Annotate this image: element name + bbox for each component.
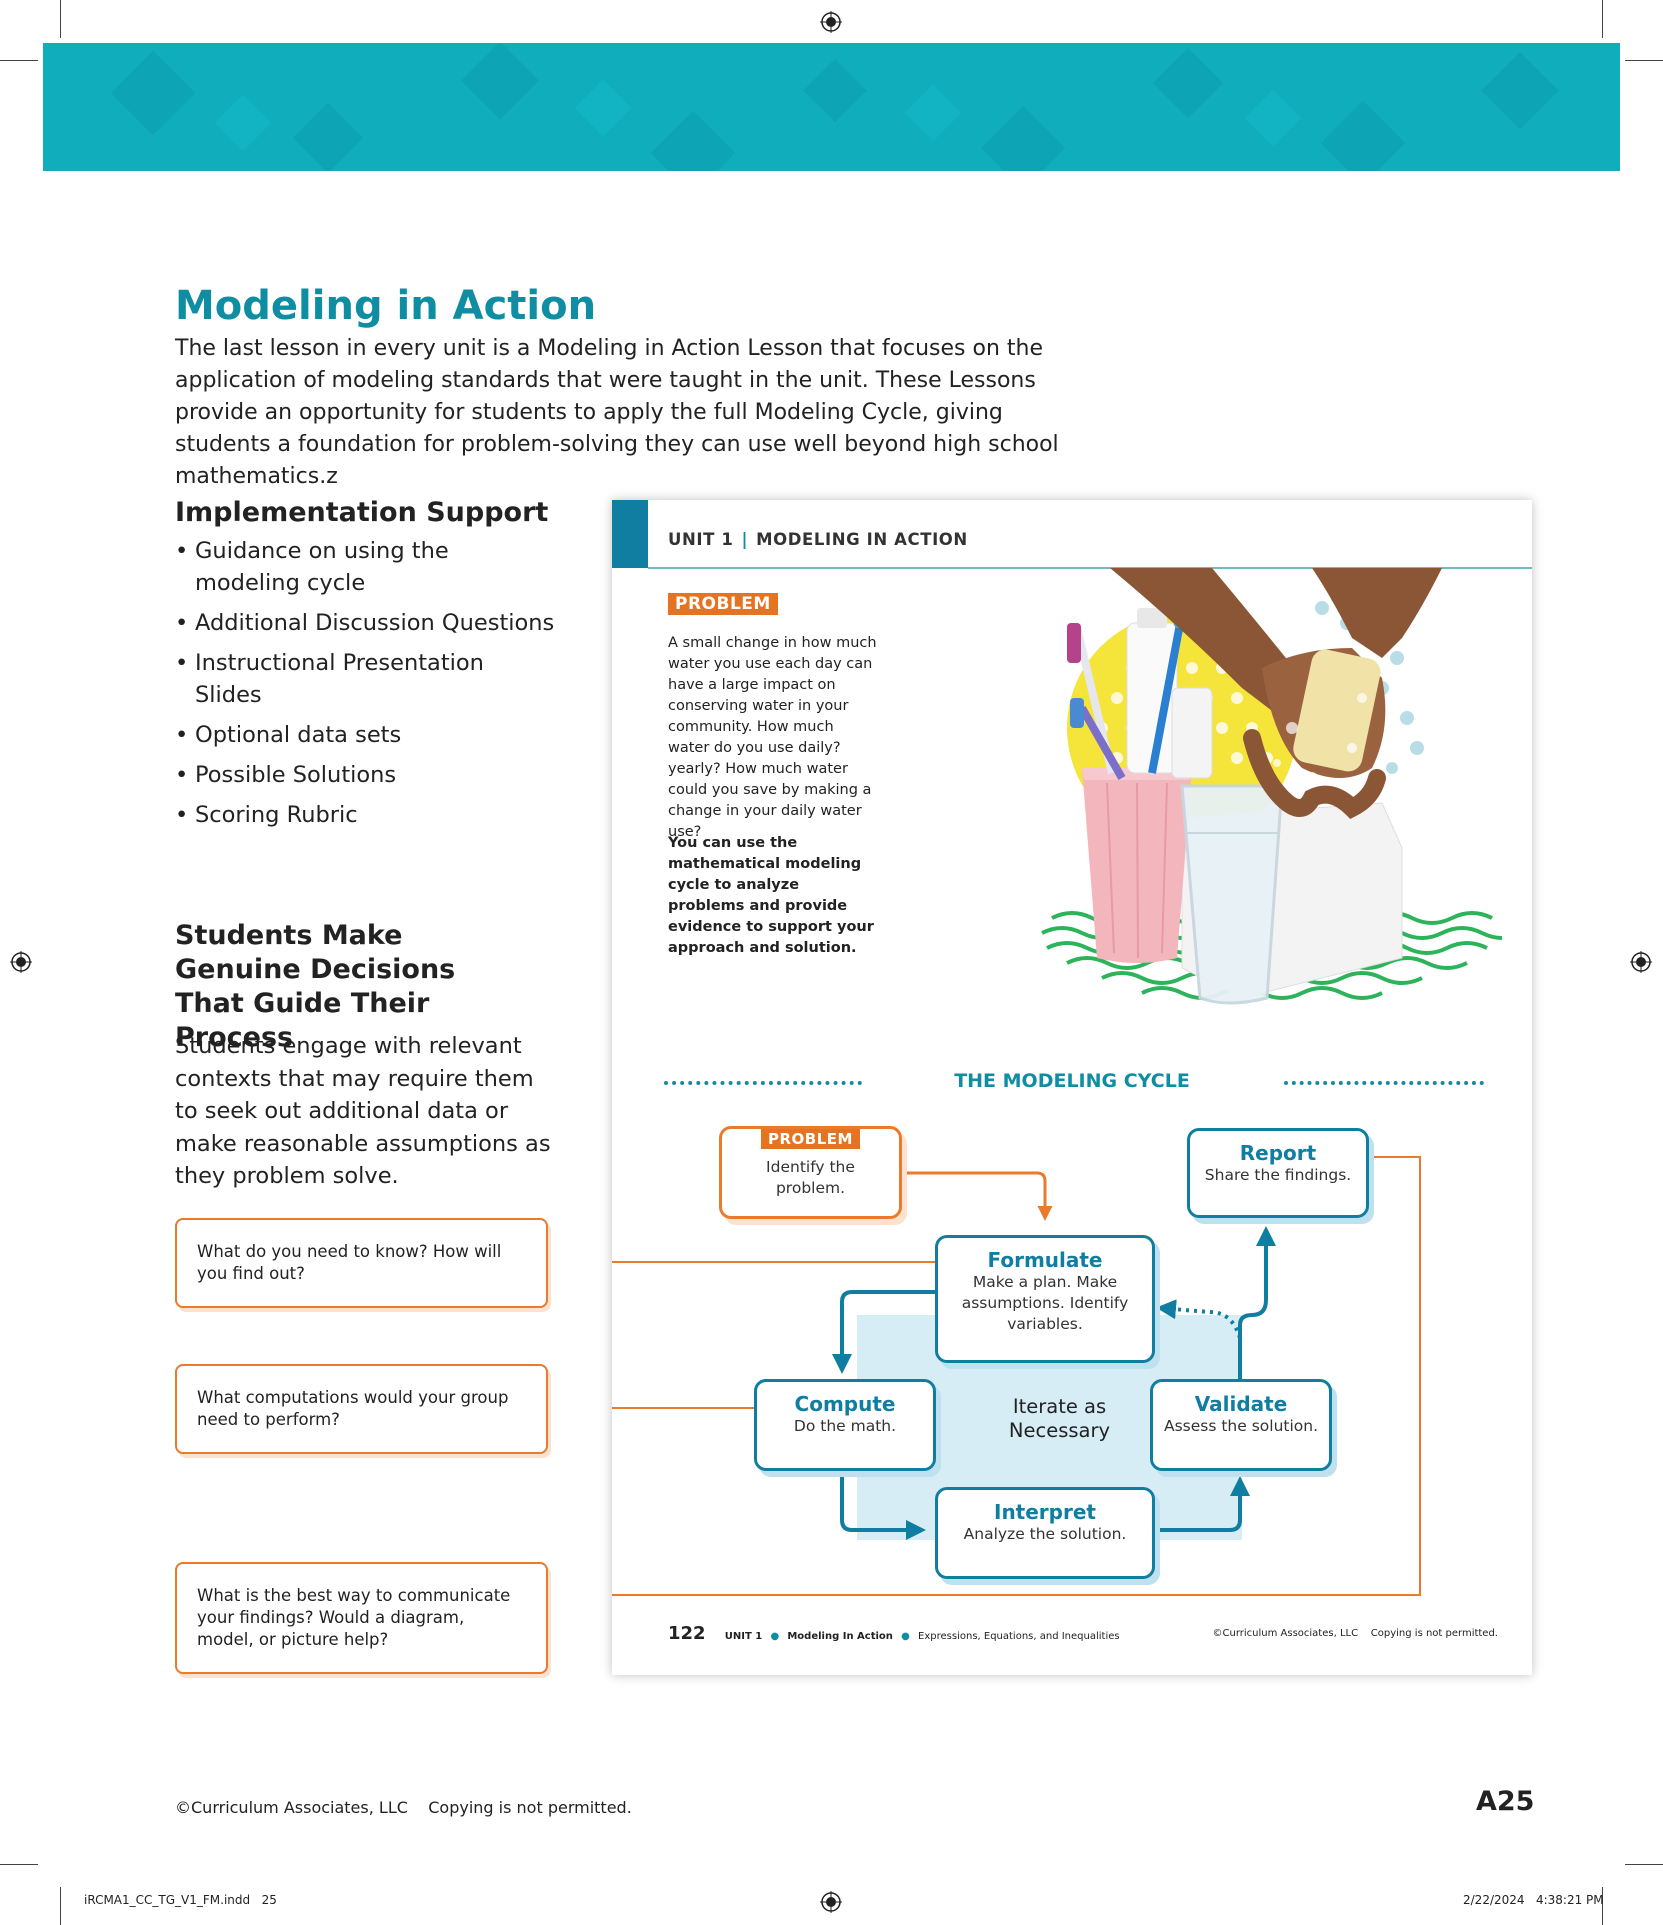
- report-node: Report Share the findings.: [1187, 1128, 1369, 1218]
- decisions-paragraph: Students engage with relevant contexts t…: [175, 1033, 551, 1189]
- section-label: MODELING IN ACTION: [756, 530, 968, 549]
- validate-node: Validate Assess the solution.: [1150, 1379, 1332, 1471]
- registration-mark-icon: [820, 1891, 842, 1913]
- interpret-node: Interpret Analyze the solution.: [935, 1487, 1155, 1579]
- list-item: Instructional Presentation Slides: [175, 647, 555, 711]
- header-banner: [43, 43, 1620, 171]
- problem-bold-text: You can use the mathematical modeling cy…: [668, 835, 874, 956]
- slug-right: 2/22/2024 4:38:21 PM: [1463, 1893, 1604, 1907]
- card-footer: 122 UNIT 1 ● Modeling In Action ● Expres…: [668, 1623, 1498, 1644]
- question-text: What computations would your group need …: [197, 1388, 509, 1429]
- formulate-node: Formulate Make a plan. Make assumptions.…: [935, 1235, 1155, 1363]
- crop-mark: [60, 1887, 61, 1925]
- footer-dot: ●: [770, 1631, 780, 1642]
- problem-text: A small change in how much water you use…: [668, 635, 877, 840]
- registration-mark-icon: [1630, 951, 1652, 973]
- header-rule: [648, 567, 1532, 569]
- validate-title: Validate: [1194, 1392, 1288, 1416]
- page-number: A25: [1476, 1786, 1535, 1817]
- slug-left: iRCMA1_CC_TG_V1_FM.indd 25: [84, 1893, 277, 1907]
- problem-node-desc: Identify the problem.: [766, 1158, 855, 1197]
- interpret-title: Interpret: [994, 1500, 1096, 1524]
- dotted-rule: [1284, 1081, 1484, 1085]
- decisions-heading: Students Make Genuine Decisions That Gui…: [175, 920, 456, 1053]
- crop-mark: [0, 60, 38, 61]
- banner-pattern: [110, 43, 1559, 171]
- compute-title: Compute: [794, 1392, 896, 1416]
- dotted-rule: [664, 1081, 862, 1085]
- compute-node: Compute Do the math.: [754, 1379, 936, 1471]
- formulate-title: Formulate: [987, 1248, 1103, 1272]
- registration-mark-icon: [820, 11, 842, 33]
- report-title: Report: [1239, 1141, 1317, 1165]
- list-item: Scoring Rubric: [175, 799, 555, 831]
- problem-node-tag: PROBLEM: [761, 1129, 860, 1149]
- implementation-list: Guidance on using the modeling cycle Add…: [175, 535, 555, 839]
- crop-mark: [1602, 0, 1603, 38]
- footer-copyright: ©Curriculum Associates, LLC Copying is n…: [1212, 1628, 1499, 1639]
- unit-header: UNIT 1 | MODELING IN ACTION: [668, 530, 968, 549]
- student-page-card: UNIT 1 | MODELING IN ACTION PROBLEM A smal…: [612, 500, 1532, 1675]
- footer-lesson: Modeling In Action: [787, 1631, 893, 1642]
- crop-mark: [1625, 1864, 1663, 1865]
- question-text: What is the best way to communicate your…: [197, 1586, 511, 1649]
- registration-mark-icon: [10, 951, 32, 973]
- crop-mark: [1625, 60, 1663, 61]
- compute-desc: Do the math.: [793, 1417, 897, 1435]
- problem-node: PROBLEM Identify the problem.: [719, 1126, 902, 1219]
- card-page-number: 122: [668, 1623, 706, 1644]
- question-box: What do you need to know? How will you f…: [175, 1218, 548, 1308]
- formulate-desc: Make a plan. Make assumptions. Identify …: [961, 1273, 1129, 1333]
- report-desc: Share the findings.: [1204, 1166, 1352, 1184]
- list-item: Additional Discussion Questions: [175, 607, 555, 639]
- question-box: What computations would your group need …: [175, 1364, 548, 1454]
- crop-mark: [0, 1864, 38, 1865]
- page-title: Modeling in Action: [175, 283, 597, 329]
- list-item: Guidance on using the modeling cycle: [175, 535, 555, 599]
- crop-mark: [1602, 1887, 1603, 1925]
- handwashing-illustration: [1041, 568, 1502, 1005]
- footer-unit: UNIT 1: [724, 1631, 763, 1642]
- divider: |: [741, 530, 749, 549]
- crop-mark: [60, 0, 61, 38]
- footer-dot: ●: [901, 1631, 910, 1642]
- unit-color-bar: [612, 500, 648, 568]
- interpret-desc: Analyze the solution.: [963, 1525, 1127, 1543]
- cycle-title: THE MODELING CYCLE: [954, 1070, 1190, 1092]
- footer-topic: Expressions, Equations, and Inequalities: [918, 1631, 1120, 1642]
- question-box: What is the best way to communicate your…: [175, 1562, 548, 1674]
- intro-paragraph: The last lesson in every unit is a Model…: [175, 336, 1059, 489]
- page-copyright: ©Curriculum Associates, LLC Copying is n…: [175, 1798, 632, 1817]
- question-text: What do you need to know? How will you f…: [197, 1242, 502, 1283]
- validate-desc: Assess the solution.: [1163, 1417, 1319, 1435]
- list-item: Optional data sets: [175, 719, 555, 751]
- problem-tag: PROBLEM: [668, 593, 778, 615]
- iterate-label: Iterate as Necessary: [1008, 1395, 1111, 1442]
- unit-label: UNIT 1: [668, 530, 734, 549]
- implementation-heading: Implementation Support: [175, 497, 549, 528]
- list-item: Possible Solutions: [175, 759, 555, 791]
